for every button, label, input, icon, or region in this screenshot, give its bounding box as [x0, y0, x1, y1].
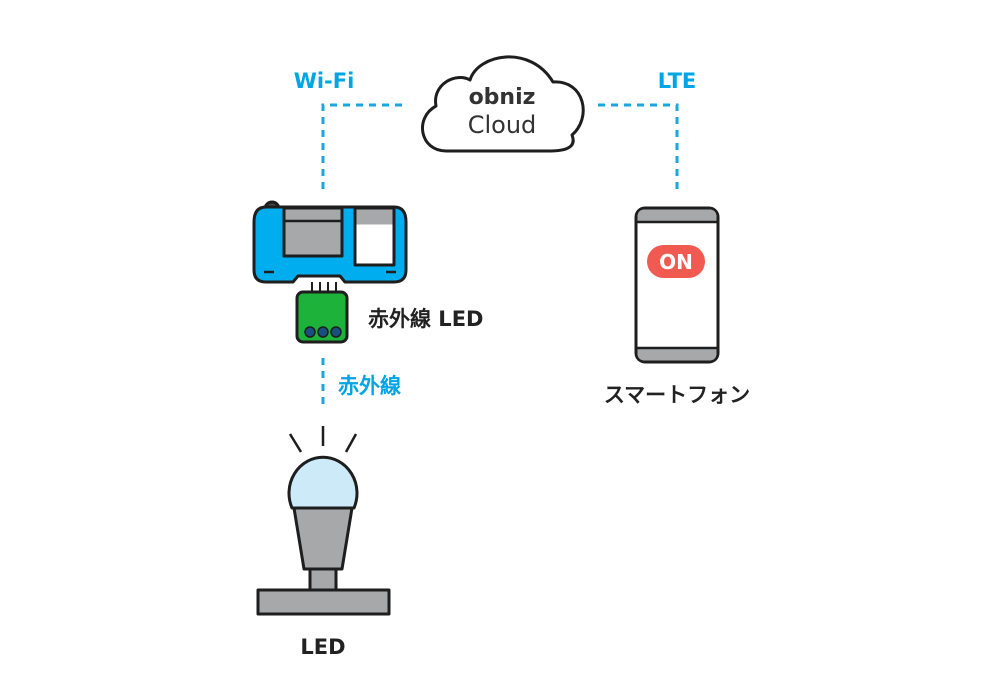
on-button[interactable]: ON: [647, 245, 705, 278]
lte-connection-line: [598, 103, 679, 193]
wifi-label: Wi-Fi: [294, 69, 355, 93]
smartphone-label: スマートフォン: [604, 383, 750, 407]
led-bulb-icon: [256, 426, 391, 616]
smartphone-icon: [634, 206, 720, 364]
infrared-led-module-label: 赤外線 LED: [368, 307, 483, 331]
wifi-connection-line: [321, 103, 402, 193]
cloud-icon: [421, 55, 585, 153]
on-button-background[interactable]: [647, 245, 705, 278]
infrared-led-module-icon: [295, 290, 349, 344]
lte-label: LTE: [658, 69, 697, 93]
infrared-label: 赤外線: [338, 374, 401, 398]
obniz-device-icon: [252, 200, 408, 293]
cloud-brand: obniz: [469, 85, 536, 110]
led-label: LED: [300, 635, 345, 659]
on-button-label[interactable]: ON: [659, 250, 693, 274]
cloud-name: Cloud: [468, 111, 537, 139]
